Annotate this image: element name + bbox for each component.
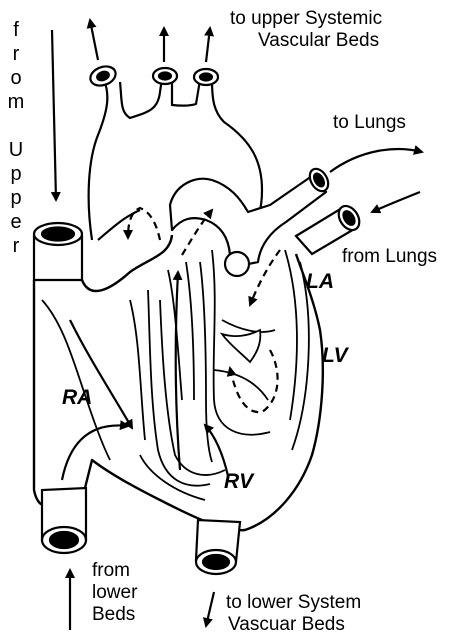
from-upper-letter [6, 114, 26, 138]
from-upper-letter: r [6, 234, 26, 258]
from-lower-line-2: lower [92, 582, 137, 604]
to-lower-system-label: to lower System Vascuar Beds [226, 592, 361, 636]
arrow-to-lungs [330, 149, 422, 172]
from-lower-label: from lower Beds [92, 560, 137, 626]
la-opening [225, 252, 249, 276]
left-ventricle-label: LV [322, 344, 348, 368]
from-lower-line-1: from [92, 560, 137, 582]
from-upper-letter: r [6, 42, 26, 66]
arrow-ra-to-rv [70, 320, 132, 428]
to-upper-systemic-line-2: Vascular Beds [230, 30, 382, 52]
arrow-ra-curve [62, 425, 128, 480]
to-lungs-label: to Lungs [333, 112, 406, 134]
superior-vena-cava [34, 223, 82, 280]
from-upper-letter: m [6, 90, 26, 114]
left-atrium-label: LA [306, 270, 334, 294]
arrow-to-upper-left [90, 20, 98, 60]
left-atrium-ventricle [212, 250, 309, 450]
pulmonary-trunk [170, 166, 332, 268]
right-ventricle [140, 262, 225, 500]
from-upper-letter: f [6, 18, 26, 42]
arrow-from-upper [52, 30, 56, 200]
from-upper-label: f r o m U p p e r [6, 18, 26, 258]
from-upper-letter: p [6, 186, 26, 210]
descending-aorta [196, 520, 240, 574]
from-upper-letter: o [6, 66, 26, 90]
to-upper-systemic-label: to upper Systemic Vascular Beds [230, 8, 382, 52]
from-upper-letter: U [6, 138, 26, 162]
inferior-vena-cava [42, 488, 86, 553]
from-lower-line-3: Beds [92, 604, 137, 626]
from-upper-letter: p [6, 162, 26, 186]
mitral-valve [222, 330, 260, 362]
to-upper-systemic-line-1: to upper Systemic [230, 8, 382, 30]
from-upper-letter: e [6, 210, 26, 234]
right-ventricle-label: RV [224, 470, 253, 494]
right-atrium-label: RA [62, 386, 92, 410]
to-lower-system-line-2: Vascuar Beds [226, 614, 361, 636]
arrow-from-lungs [372, 192, 420, 212]
arrow-to-lower [206, 592, 214, 626]
to-lower-system-line-1: to lower System [226, 592, 361, 614]
arrow-lv-loop [230, 350, 278, 412]
right-atrium [42, 300, 145, 460]
from-lungs-label: from Lungs [342, 246, 437, 268]
arrow-to-upper-right [206, 28, 210, 62]
